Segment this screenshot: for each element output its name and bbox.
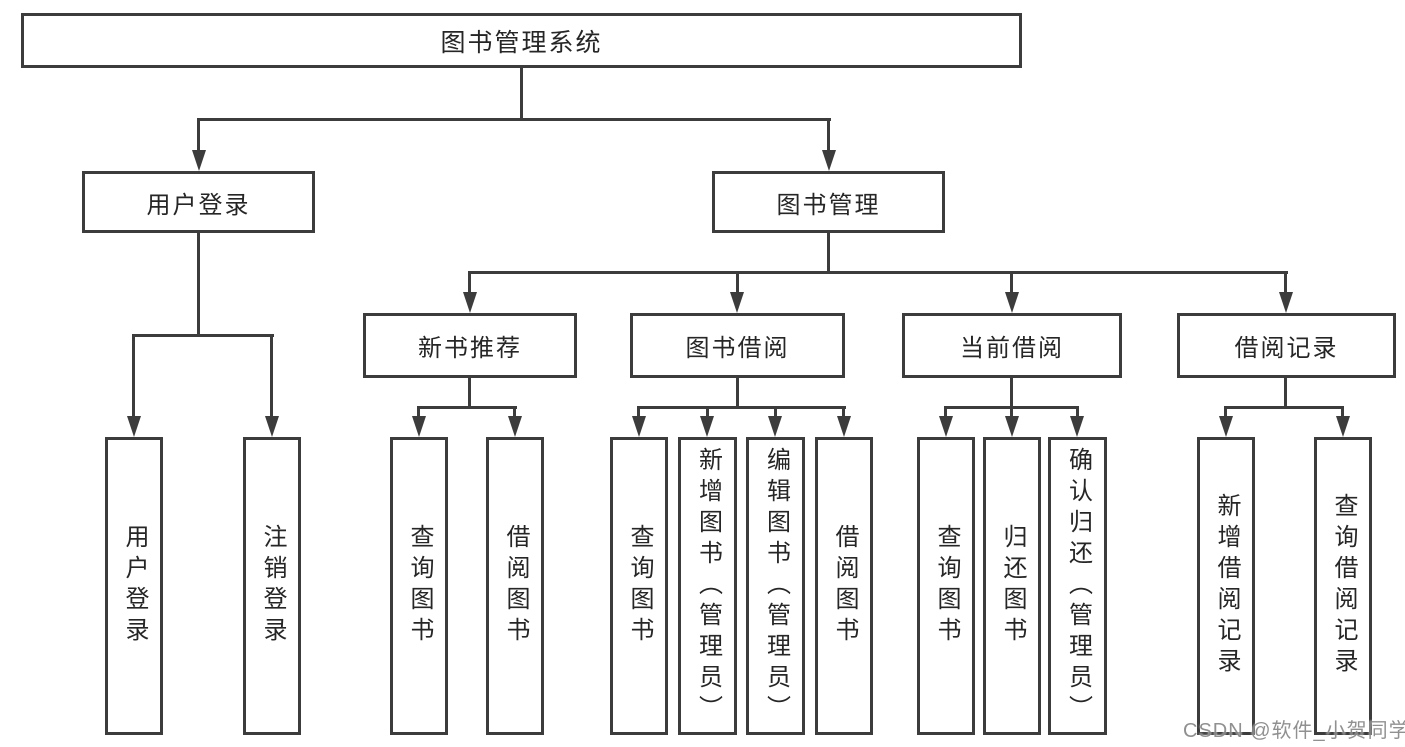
leaf-edit-book-admin-label: 编辑图书（管理员） — [762, 446, 790, 726]
leaf-query-book-1: 查询图书 — [390, 437, 448, 735]
leaf-query-book-1-label: 查询图书 — [406, 524, 433, 648]
arrowhead-borrow-record — [1279, 292, 1293, 313]
connector-drop-book-borrow — [736, 271, 739, 293]
leaf-user-login-label: 用户登录 — [121, 524, 148, 648]
leaf-add-borrow-record-label: 新增借阅记录 — [1213, 493, 1240, 679]
connector-drop-new-book-recommend — [468, 271, 471, 293]
connector-drop-edit-book-admin — [774, 406, 777, 418]
arrowhead-return-book — [1005, 416, 1019, 437]
leaf-edit-book-admin: 编辑图书（管理员） — [746, 437, 805, 735]
leaf-query-book-2-label: 查询图书 — [626, 524, 653, 648]
connector-drop-borrow-book-1 — [513, 406, 516, 418]
leaf-add-book-admin: 新增图书（管理员） — [678, 437, 737, 735]
connector-root-rail — [197, 118, 831, 121]
arrowhead-query-borrow-record — [1336, 416, 1350, 437]
arrowhead-current-borrow — [1005, 292, 1019, 313]
connector-book-borrow-stem — [736, 376, 739, 408]
node-current-borrow: 当前借阅 — [902, 313, 1122, 378]
connector-drop-query-book-1 — [417, 406, 420, 418]
connector-book-management-stem — [827, 233, 830, 274]
connector-drop-return-book — [1010, 406, 1013, 418]
connector-drop-confirm-return — [1076, 406, 1079, 418]
connector-user-login-stem — [197, 233, 200, 336]
arrowhead-leaf-user-login — [127, 416, 141, 437]
leaf-confirm-return-admin-label: 确认归还（管理员） — [1064, 446, 1092, 726]
connector-drop-query-book-2 — [637, 406, 640, 418]
leaf-return-book-label: 归还图书 — [999, 524, 1026, 648]
leaf-query-book-2: 查询图书 — [610, 437, 668, 735]
connector-drop-add-book-admin — [706, 406, 709, 418]
leaf-logout-label: 注销登录 — [259, 524, 286, 648]
connector-borrow-record-stem — [1284, 376, 1287, 408]
connector-drop-add-borrow-record — [1224, 406, 1227, 418]
leaf-add-book-admin-label: 新增图书（管理员） — [694, 446, 722, 726]
leaf-borrow-book-1-label: 借阅图书 — [502, 524, 529, 648]
node-user-login: 用户登录 — [82, 171, 315, 233]
leaf-return-book: 归还图书 — [983, 437, 1041, 735]
arrowhead-add-book-admin — [700, 416, 714, 437]
connector-drop-current-borrow — [1010, 271, 1013, 293]
connector-new-book-rail — [417, 406, 517, 409]
arrowhead-new-book-recommend — [463, 292, 477, 313]
connector-book-management-rail — [468, 271, 1288, 274]
connector-drop-query-book-3 — [944, 406, 947, 418]
leaf-borrow-book-2: 借阅图书 — [815, 437, 873, 735]
node-root-label: 图书管理系统 — [440, 28, 603, 57]
leaf-query-book-3: 查询图书 — [917, 437, 975, 735]
leaf-query-borrow-record: 查询借阅记录 — [1314, 437, 1372, 735]
arrowhead-edit-book-admin — [768, 416, 782, 437]
connector-user-login-rail — [132, 334, 274, 337]
arrowhead-add-borrow-record — [1219, 416, 1233, 437]
csdn-watermark: CSDN @软件_小贺同学 — [1183, 720, 1405, 742]
arrowhead-leaf-logout — [265, 416, 279, 437]
node-user-login-label: 用户登录 — [146, 191, 251, 219]
leaf-logout: 注销登录 — [243, 437, 301, 735]
node-book-management-label: 图书管理 — [776, 191, 881, 219]
arrowhead-query-book-3 — [939, 416, 953, 437]
connector-drop-user-login — [197, 118, 200, 154]
leaf-borrow-book-1: 借阅图书 — [486, 437, 544, 735]
connector-book-borrow-rail — [637, 406, 846, 409]
connector-current-borrow-stem — [1010, 376, 1013, 408]
leaf-borrow-book-2-label: 借阅图书 — [831, 524, 858, 648]
connector-drop-book-management — [827, 118, 830, 154]
leaf-user-login: 用户登录 — [105, 437, 163, 735]
arrowhead-confirm-return — [1070, 416, 1084, 437]
connector-root-stem — [520, 68, 523, 121]
node-book-management: 图书管理 — [712, 171, 945, 233]
connector-drop-borrow-record — [1284, 271, 1287, 293]
connector-new-book-stem — [468, 376, 471, 408]
node-new-book-recommend: 新书推荐 — [363, 313, 577, 378]
leaf-query-borrow-record-label: 查询借阅记录 — [1330, 493, 1357, 679]
connector-drop-query-borrow-record — [1341, 406, 1344, 418]
node-borrow-record-label: 借阅记录 — [1234, 335, 1339, 362]
node-root-system: 图书管理系统 — [21, 13, 1022, 68]
arrowhead-book-borrow — [730, 292, 744, 313]
leaf-confirm-return-admin: 确认归还（管理员） — [1048, 437, 1107, 735]
node-borrow-record: 借阅记录 — [1177, 313, 1396, 378]
node-book-borrow: 图书借阅 — [630, 313, 845, 378]
arrowhead-borrow-book-1 — [508, 416, 522, 437]
arrowhead-user-login — [192, 150, 206, 171]
node-new-book-recommend-label: 新书推荐 — [418, 335, 522, 362]
node-book-borrow-label: 图书借阅 — [685, 335, 790, 362]
arrowhead-query-book-2 — [632, 416, 646, 437]
connector-drop-leaf-logout — [270, 334, 273, 418]
arrowhead-borrow-book-2 — [837, 416, 851, 437]
arrowhead-query-book-1 — [412, 416, 426, 437]
node-current-borrow-label: 当前借阅 — [960, 335, 1064, 362]
connector-borrow-record-rail — [1224, 406, 1344, 409]
connector-drop-leaf-user-login — [132, 334, 135, 418]
leaf-add-borrow-record: 新增借阅记录 — [1197, 437, 1255, 735]
leaf-query-book-3-label: 查询图书 — [933, 524, 960, 648]
arrowhead-book-management — [822, 150, 836, 171]
connector-drop-borrow-book-2 — [842, 406, 845, 418]
